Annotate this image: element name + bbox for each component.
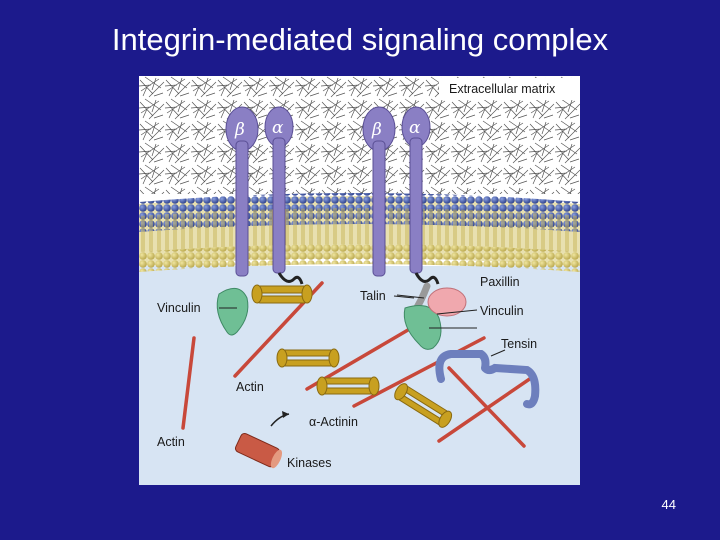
page-number: 44 — [662, 497, 676, 512]
label-talin: Talin — [360, 289, 386, 303]
slide-title: Integrin-mediated signaling complex — [0, 22, 720, 58]
label-actin-middle: Actin — [236, 380, 264, 394]
label-vinculin-right: Vinculin — [480, 304, 524, 318]
integrin-beta-label: β — [234, 120, 245, 140]
label-actin-bottom: Actin — [157, 435, 185, 449]
label-alpha-actinin: α-Actinin — [309, 415, 358, 429]
label-extracellular-matrix: Extracellular matrix — [449, 82, 556, 96]
integrin-complex-figure: Extracellular matrix β α — [139, 76, 580, 485]
integrin-alpha-label: α — [409, 118, 421, 138]
label-kinases: Kinases — [287, 456, 331, 470]
integrin-alpha-label: α — [272, 118, 284, 138]
integrin-beta-label: β — [371, 120, 382, 140]
label-paxillin: Paxillin — [480, 275, 520, 289]
label-vinculin-left: Vinculin — [157, 301, 201, 315]
label-tensin: Tensin — [501, 337, 537, 351]
integrin-diagram: Extracellular matrix β α — [139, 76, 580, 485]
cell-membrane — [139, 193, 580, 272]
